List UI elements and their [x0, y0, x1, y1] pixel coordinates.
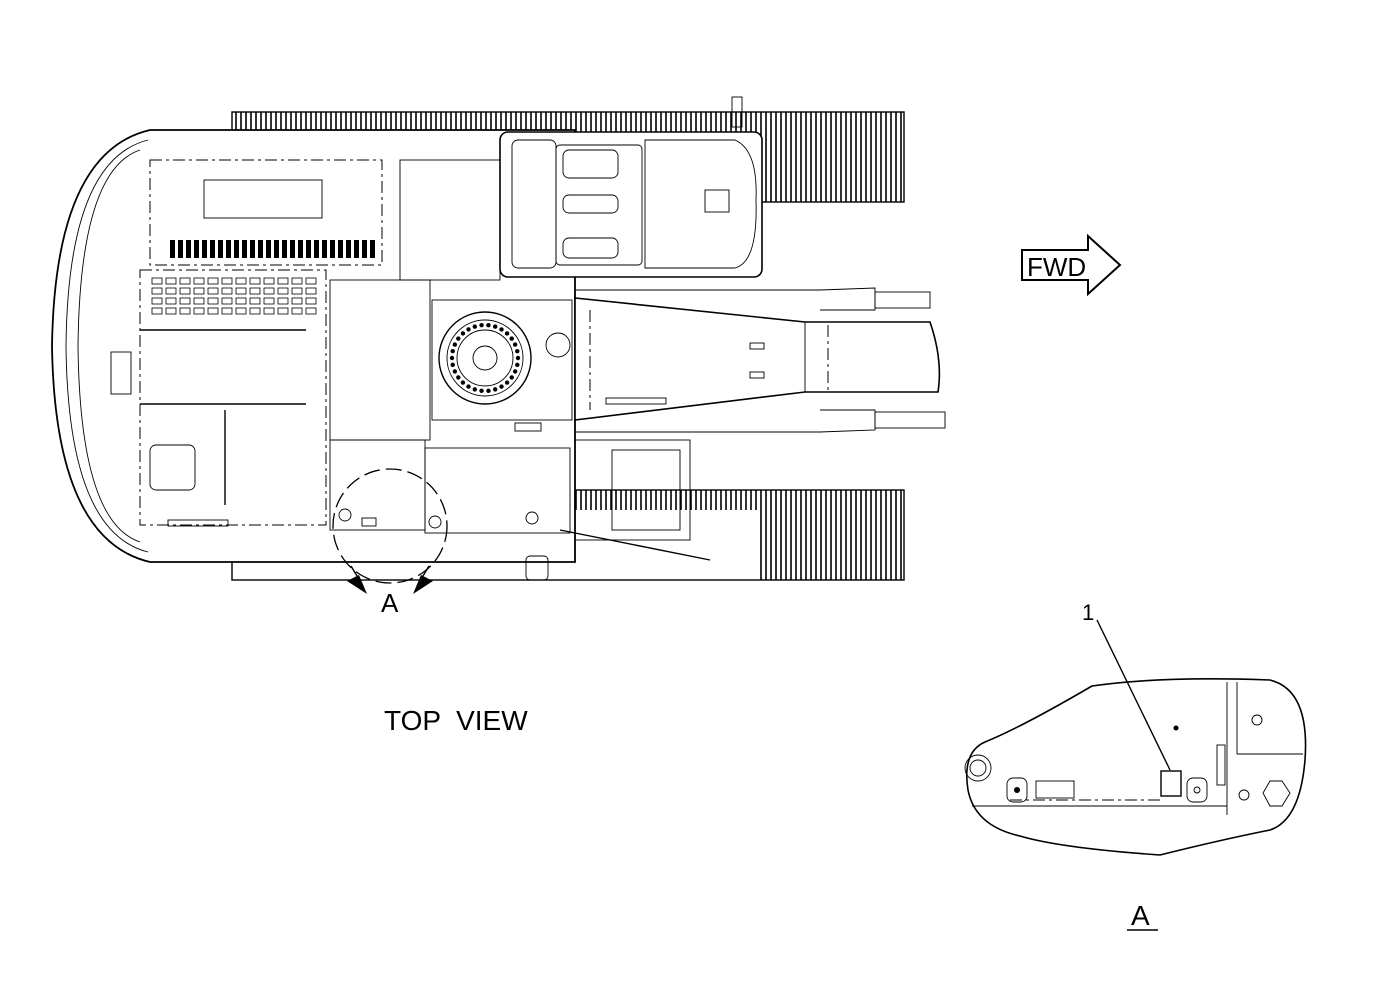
boom-cylinders: [575, 287, 946, 433]
boom: [574, 297, 941, 421]
top-view-caption: TOP VIEW: [384, 705, 528, 736]
operator-cab: [499, 96, 763, 278]
swing-bearing: [431, 299, 573, 432]
detail-a-title: A: [1127, 900, 1158, 931]
fwd-label: FWD: [1027, 252, 1086, 282]
detail-a-callout-label: A: [381, 588, 399, 618]
detail-a-title-label: A: [1131, 900, 1150, 931]
upper-track: [231, 111, 905, 203]
item-1-label: 1: [1082, 600, 1094, 625]
item-1-leader: [1096, 619, 1171, 771]
detail-a-view: 1: [964, 600, 1307, 856]
upper-structure: [51, 129, 576, 563]
arrow-icon: [347, 575, 367, 594]
fwd-direction-indicator: FWD: [1021, 233, 1122, 297]
fwd-arrow-icon: [1021, 233, 1122, 297]
detail-a-callout: [332, 468, 448, 594]
excavator-top-view: [51, 96, 946, 594]
side-compartments: [338, 439, 711, 581]
arrow-icon: [413, 575, 433, 594]
